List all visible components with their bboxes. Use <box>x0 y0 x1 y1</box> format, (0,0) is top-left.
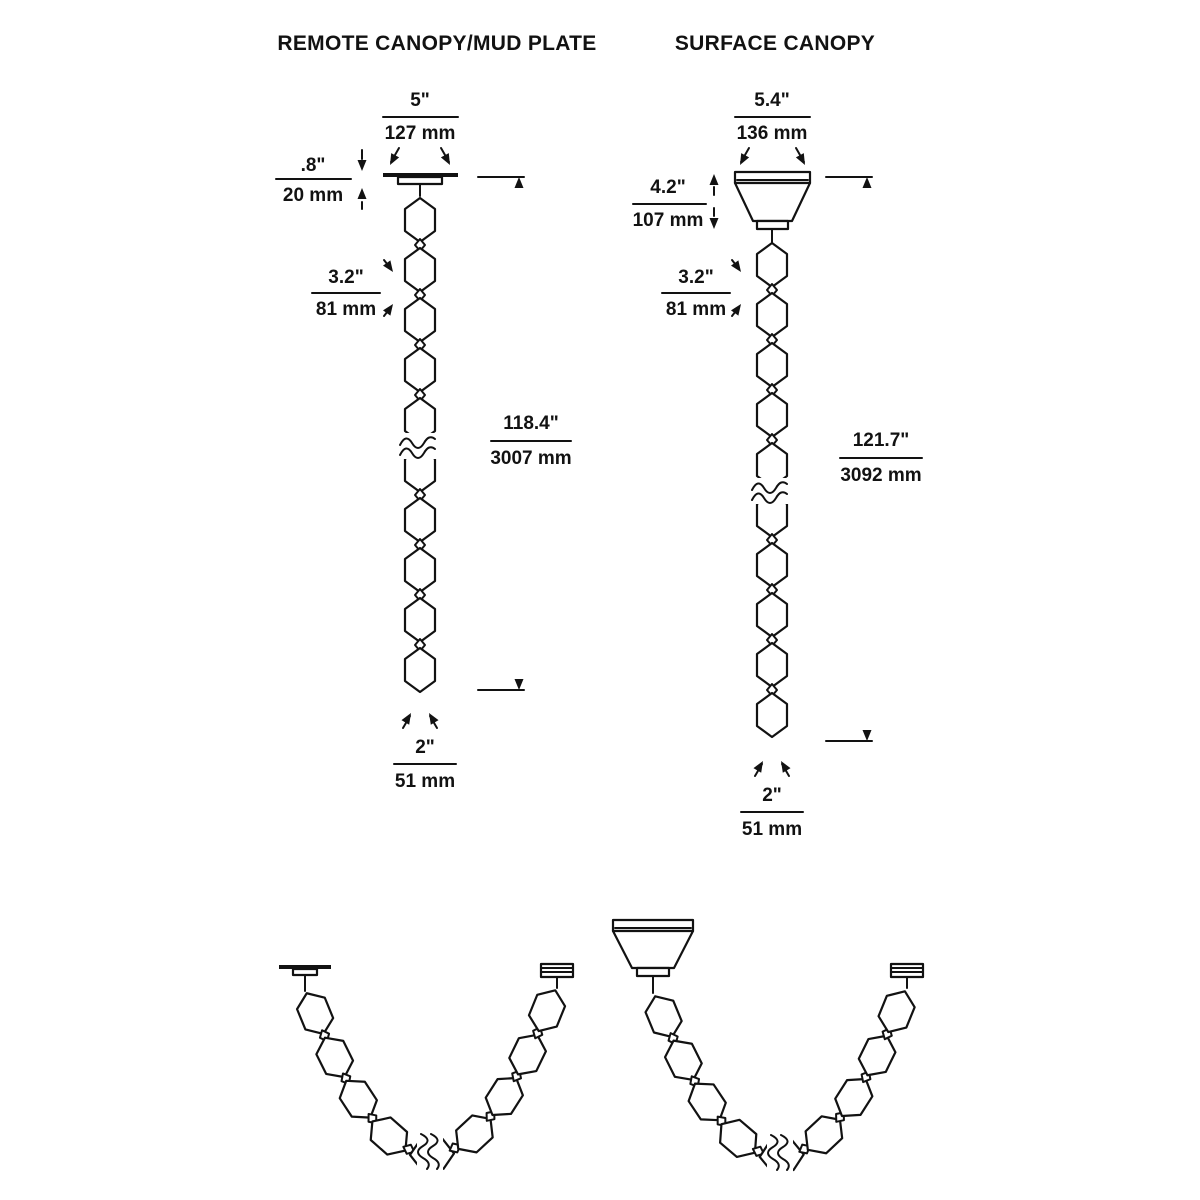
surface-link-mm: 81 mm <box>666 299 726 320</box>
breaks-layer <box>396 432 796 1179</box>
break-symbol <box>748 477 796 505</box>
surface-bottom-dim: 2" 51 mm <box>740 758 804 840</box>
swag-right <box>611 918 925 994</box>
swag-left <box>279 962 575 992</box>
chain-link <box>291 986 339 1041</box>
break-symbol <box>766 1131 794 1179</box>
surface-overall-mm: 3092 mm <box>840 465 921 486</box>
surface-width-dim: 5.4" 136 mm <box>734 90 811 168</box>
surface-link-in: 3.2" <box>678 267 713 288</box>
remote-overall-dim: 118.4" 3007 mm <box>477 176 572 691</box>
surface-canopy <box>733 170 812 244</box>
canopy-lip <box>755 219 790 231</box>
chain-link <box>755 291 789 339</box>
surface-bottom-in: 2" <box>762 785 782 806</box>
chain-link <box>403 296 437 344</box>
canopy-top <box>611 918 695 933</box>
chain-link <box>755 241 789 289</box>
canopy-lip <box>635 966 671 978</box>
remote-title: REMOTE CANOPY/MUD PLATE <box>277 32 596 55</box>
canopy-cone <box>611 929 695 970</box>
plate-body <box>396 175 444 186</box>
surface-canopy-in: 4.2" <box>650 177 685 198</box>
chain-link <box>403 646 437 694</box>
chain-link <box>403 546 437 594</box>
surface-width-mm: 136 mm <box>737 123 808 144</box>
chain-link <box>755 591 789 639</box>
canopy-cone <box>733 181 812 223</box>
diagram-surface: SURFACE CANOPY 5.4" 136 mm 4.2" 107 mm <box>632 32 923 840</box>
remote-bottom-dim: 2" 51 mm <box>393 710 457 792</box>
surface-canopy-mm: 107 mm <box>633 210 704 231</box>
chain-link <box>755 691 789 739</box>
chain-link <box>403 246 437 294</box>
remote-plate-in: .8" <box>301 155 326 176</box>
remote-overall-in: 118.4" <box>503 413 559 434</box>
chain-link <box>873 984 920 1039</box>
surface-canopy-dim: 4.2" 107 mm <box>632 174 719 231</box>
canopy-top <box>733 170 812 185</box>
surface-width-in: 5.4" <box>754 90 789 111</box>
surface-overall-in: 121.7" <box>853 430 910 451</box>
remote-plate-mm: 20 mm <box>283 185 343 206</box>
remote-mud-plate <box>383 173 458 197</box>
chain-link <box>640 989 687 1044</box>
chains-layer <box>291 196 920 1174</box>
remote-width-in: 5" <box>410 90 430 111</box>
remote-link-in: 3.2" <box>328 267 363 288</box>
chain-link <box>755 641 789 689</box>
remote-width-mm: 127 mm <box>385 123 456 144</box>
chain-link <box>403 346 437 394</box>
remote-bottom-mm: 51 mm <box>395 771 455 792</box>
ceiling-mount <box>539 962 575 979</box>
ceiling-mount <box>889 962 925 979</box>
remote-link-mm: 81 mm <box>316 299 376 320</box>
remote-overall-mm: 3007 mm <box>490 448 571 469</box>
surface-title: SURFACE CANOPY <box>675 32 875 55</box>
surface-bottom-mm: 51 mm <box>742 819 802 840</box>
chain-link <box>403 596 437 644</box>
remote-bottom-in: 2" <box>415 737 435 758</box>
diagram-remote: REMOTE CANOPY/MUD PLATE 5" 127 mm .8" 20… <box>275 32 596 792</box>
break-symbol <box>396 432 444 460</box>
chain-link <box>403 196 437 244</box>
chain-link <box>755 541 789 589</box>
remote-width-dim: 5" 127 mm <box>382 90 459 168</box>
chain-link <box>755 341 789 389</box>
remote-plate-dim: .8" 20 mm <box>275 149 367 210</box>
surface-overall-dim: 121.7" 3092 mm <box>825 176 923 742</box>
surface-link-dim: 3.2" 81 mm <box>661 259 745 320</box>
chain-link <box>755 391 789 439</box>
chain-link <box>523 983 571 1038</box>
chain-link <box>403 496 437 544</box>
break-symbol <box>416 1130 444 1178</box>
remote-link-dim: 3.2" 81 mm <box>311 259 397 320</box>
